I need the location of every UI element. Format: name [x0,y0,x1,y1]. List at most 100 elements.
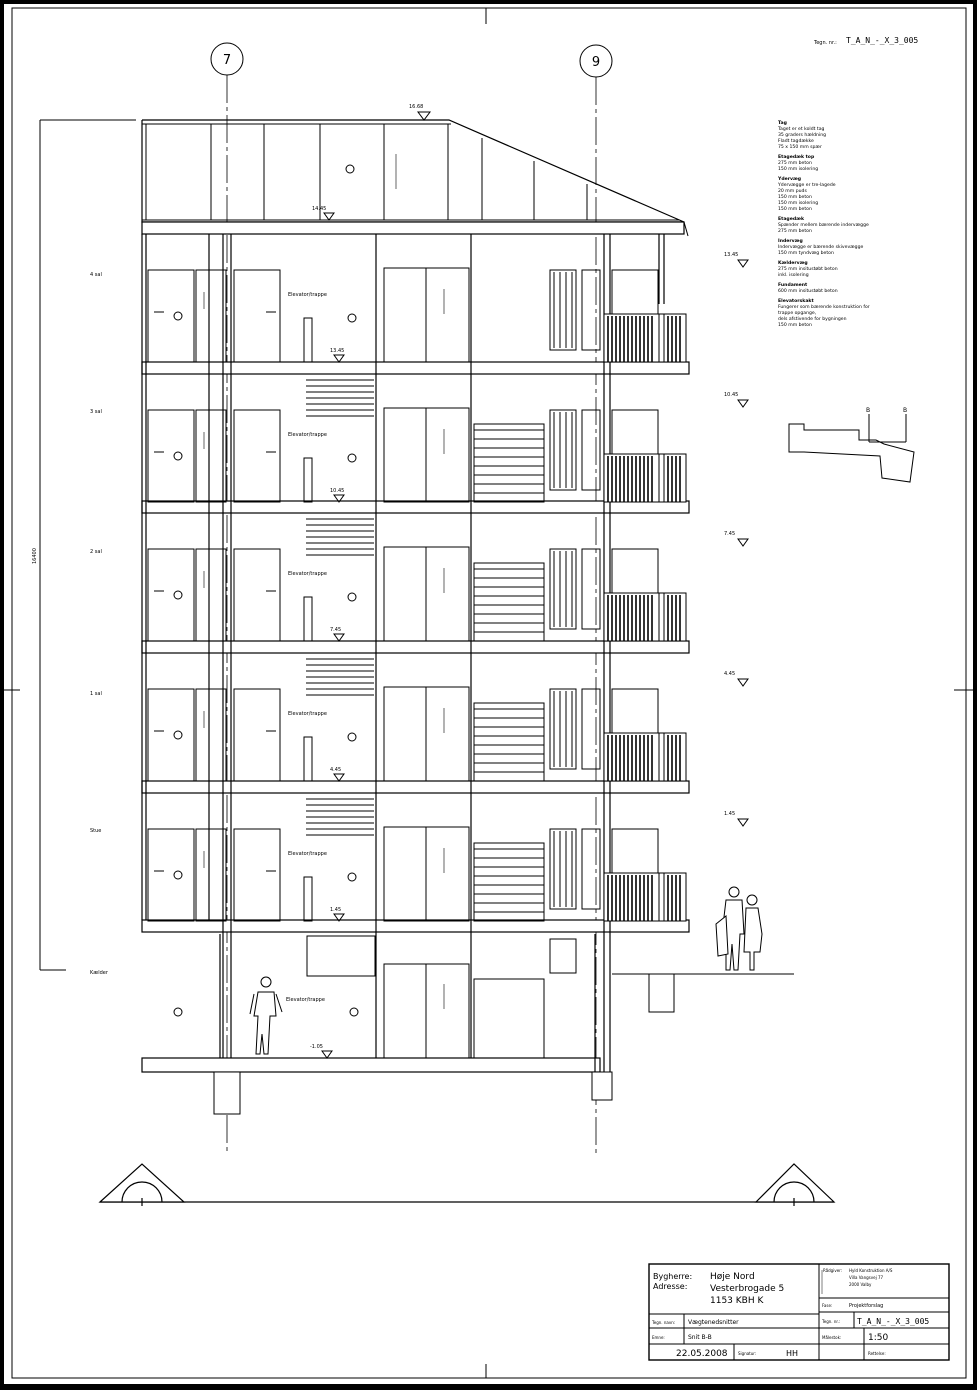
note-line: inkl. isolering [778,272,809,278]
floor-label-4: 4 sal [90,272,102,278]
tb-address-label: Adresse: [653,1282,687,1291]
floor-label-ground: Stue [90,828,101,834]
tb-designer-1: Hyld Konstruktion A/S [849,1268,893,1273]
storey-0 [147,267,687,363]
sheet-frame [11,7,967,1379]
level-ground: 1.45 [330,907,341,913]
note-line: Spænder mellem bærende indervægge [778,222,869,228]
note-line: Ydervægge er tre-lagede [777,182,836,188]
drawing-sheet: Tegn. nr.: T_A_N_-_X_3_005 7 9 16400 4 s… [4,4,973,1384]
note-line: 150 mm isolering [778,200,818,206]
tb-number-label: Tegn. nr.: [821,1319,840,1324]
right-level-text: 10.45 [724,392,738,398]
note-line: Fladt tagdække [778,138,814,144]
balcony-railing [603,732,687,782]
grid-label-7: 7 [223,53,231,68]
balcony-railing [603,313,687,363]
note-line: trappe opgange, [778,310,817,316]
grid-label-9: 9 [592,55,600,70]
storey-3 [147,658,687,782]
sheet-number-label: Tegn. nr.: [813,40,837,46]
foundation-right [591,1071,613,1101]
level-floor3: 10.45 [330,488,344,494]
foundation-left [213,1071,241,1115]
note-title: Etagedæk [778,216,805,222]
right-level-marker [737,538,749,547]
note-line: 150 mm beton [778,206,812,212]
tb-signature-label: Signatur: [738,1351,756,1356]
note-title: Ydervæg [777,176,801,182]
room-label: Elevator/trappe [288,292,327,298]
right-level-marker [737,818,749,827]
tb-address-2: 1153 KBH K [710,1296,764,1306]
right-level-text: 1.45 [724,811,735,817]
note-title: Indervæg [778,238,803,244]
note-title: Tag [778,120,787,126]
note-line: 150 mm beton [778,322,812,328]
room-label: Elevator/trappe [288,571,327,577]
floor-label-basement: Kælder [90,970,109,976]
balcony-railing [603,592,687,642]
person-figure-basement [249,976,283,1055]
room-label: Elevator/trappe [288,851,327,857]
note-line: 150 mm isolering [778,166,818,172]
tb-client-label: Bygherre: [653,1272,692,1281]
tb-phase-label: Fase: [822,1303,832,1308]
note-line: Fungerer som bærende konstruktion for [778,304,870,310]
note-title: Kældervæg [778,260,808,266]
title-block [648,1263,950,1361]
section-drawing: Tegn. nr.: T_A_N_-_X_3_005 7 9 16400 4 s… [4,7,973,1379]
sheet-number: T_A_N_-_X_3_005 [846,36,918,45]
tb-title-label: Tegn. navn: [651,1320,675,1325]
roof [141,119,689,237]
tb-address-1: Vesterbrogade 5 [710,1284,784,1294]
section-markers [98,1163,836,1206]
right-level-marker [737,678,749,687]
floor-label-2: 2 sal [90,549,102,555]
tb-signature: HH [786,1349,798,1358]
room-label: Elevator/trappe [288,711,327,717]
note-line: 275 mm beton [778,160,812,166]
tb-phase: Projektforslag [849,1303,883,1309]
note-line: 150 mm tyndvæg beton [778,250,834,256]
keyplan-label-right: B [903,407,907,414]
basement [173,935,577,1059]
level-marker-roof [417,111,431,121]
tb-case-label: Emne: [652,1335,665,1340]
note-line: dels afstivende for bygningen [778,316,847,322]
tb-title: Vægtenedsnitter [688,1319,739,1326]
tb-number: T_A_N_-_X_3_005 [857,1317,929,1326]
floor-label-3: 3 sal [90,409,102,415]
note-line: 75 x 150 mm spær [778,144,822,150]
note-title: Fundament [778,282,808,288]
tb-designer-label: Rådgiver: [823,1268,842,1273]
tb-section: Snit B-B [688,1334,712,1341]
people-figures-terrace [715,886,763,971]
note-line: 600 mm insitustøbt beton [778,288,838,294]
walls [141,234,665,1099]
note-line: 20 mm puds [778,188,807,194]
right-level-text: 4.45 [724,671,735,677]
balcony-railing [603,453,687,503]
level-basement: -1.05 [310,1044,323,1050]
note-line: Taget er et koldt tag [777,126,825,132]
right-level-text: 7.45 [724,531,735,537]
storey-2 [147,518,687,642]
room-label: Elevator/trappe [288,432,327,438]
right-level-marker [737,259,749,268]
note-title: Elevatorskakt [778,298,814,304]
tb-designer-2: Villa Vangsvej 77 [849,1275,883,1280]
level-attic: 14.45 [312,206,326,212]
right-level-text: 13.45 [724,252,738,258]
right-level-markers: 13.45 10.45 7.45 4.45 1.45 [724,252,749,827]
storey-1 [147,379,687,503]
note-line: 35 graders hældning [778,132,826,138]
tb-date: 22.05.2008 [676,1349,728,1359]
tb-revision-label: Rettelse: [868,1351,886,1356]
note-title: Etagedæk top [778,154,815,160]
key-plan [788,414,915,483]
level-roof-top: 16.68 [409,104,423,110]
keyplan-label-left: B [866,407,870,414]
floor-label-1: 1 sal [90,691,102,697]
